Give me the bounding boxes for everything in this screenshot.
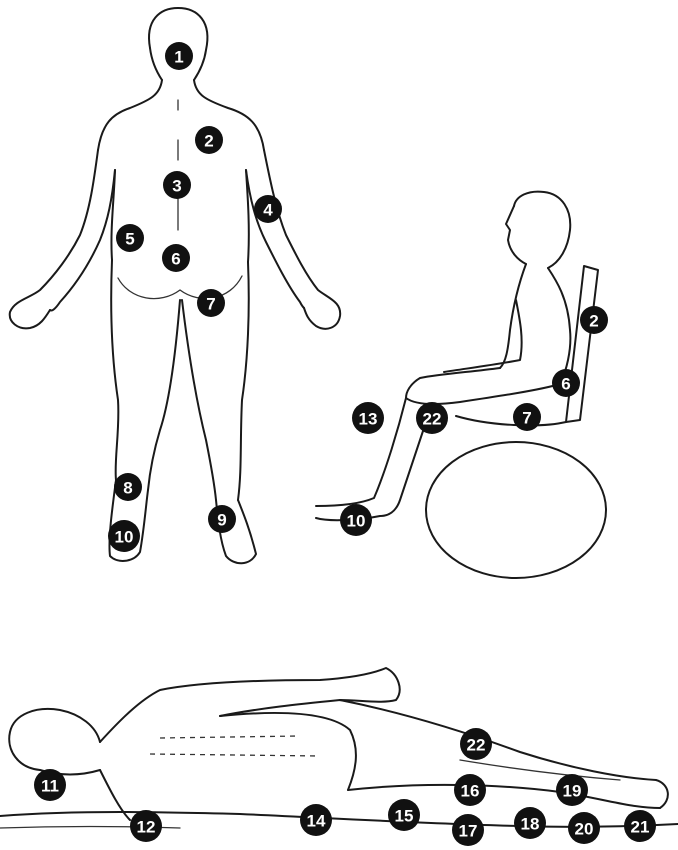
- marker-lying-21: 21: [624, 810, 656, 842]
- marker-number: 16: [461, 782, 480, 801]
- marker-lying-20: 20: [568, 812, 600, 844]
- marker-number: 8: [123, 479, 132, 498]
- marker-number: 7: [522, 409, 531, 428]
- marker-number: 6: [561, 375, 570, 394]
- marker-number: 10: [347, 512, 366, 531]
- marker-standing-1: 1: [165, 42, 193, 70]
- marker-seated-22: 22: [416, 402, 448, 434]
- marker-seated-6: 6: [552, 369, 580, 397]
- standing-figure: [10, 8, 340, 563]
- marker-number: 2: [589, 312, 598, 331]
- marker-number: 12: [137, 818, 156, 837]
- marker-number: 3: [172, 177, 181, 196]
- marker-lying-18: 18: [514, 807, 546, 839]
- marker-seated-10: 10: [340, 504, 372, 536]
- marker-standing-9: 9: [208, 505, 236, 533]
- marker-number: 19: [563, 782, 582, 801]
- marker-lying-17: 17: [452, 814, 484, 846]
- marker-seated-2: 2: [580, 306, 608, 334]
- marker-lying-12: 12: [130, 810, 162, 842]
- marker-number: 1: [174, 48, 183, 67]
- marker-lying-16: 16: [454, 774, 486, 806]
- marker-number: 11: [41, 777, 59, 796]
- marker-lying-15: 15: [388, 799, 420, 831]
- marker-standing-2: 2: [195, 126, 223, 154]
- marker-number: 17: [459, 822, 478, 841]
- marker-seated-13: 13: [352, 402, 384, 434]
- marker-seated-7: 7: [513, 403, 541, 431]
- marker-number: 6: [171, 250, 180, 269]
- marker-number: 15: [395, 807, 414, 826]
- marker-number: 13: [359, 410, 378, 429]
- marker-standing-5: 5: [116, 224, 144, 252]
- marker-number: 21: [631, 818, 650, 837]
- marker-lying-14: 14: [300, 804, 332, 836]
- marker-number: 7: [206, 295, 215, 314]
- marker-standing-7: 7: [197, 289, 225, 317]
- marker-standing-3: 3: [163, 171, 191, 199]
- marker-standing-6: 6: [162, 244, 190, 272]
- marker-number: 10: [115, 528, 134, 547]
- marker-number: 14: [307, 812, 326, 831]
- marker-lying-22: 22: [460, 728, 492, 760]
- marker-number: 20: [575, 820, 594, 839]
- marker-number: 9: [217, 511, 226, 530]
- marker-lying-19: 19: [556, 774, 588, 806]
- marker-number: 5: [125, 230, 134, 249]
- marker-number: 22: [467, 736, 486, 755]
- marker-number: 22: [423, 410, 442, 429]
- marker-standing-10: 10: [108, 520, 140, 552]
- marker-standing-4: 4: [254, 195, 282, 223]
- marker-number: 4: [263, 201, 273, 220]
- marker-number: 18: [521, 815, 540, 834]
- marker-lying-11: 11: [34, 769, 66, 801]
- marker-number: 2: [204, 132, 213, 151]
- marker-standing-8: 8: [114, 473, 142, 501]
